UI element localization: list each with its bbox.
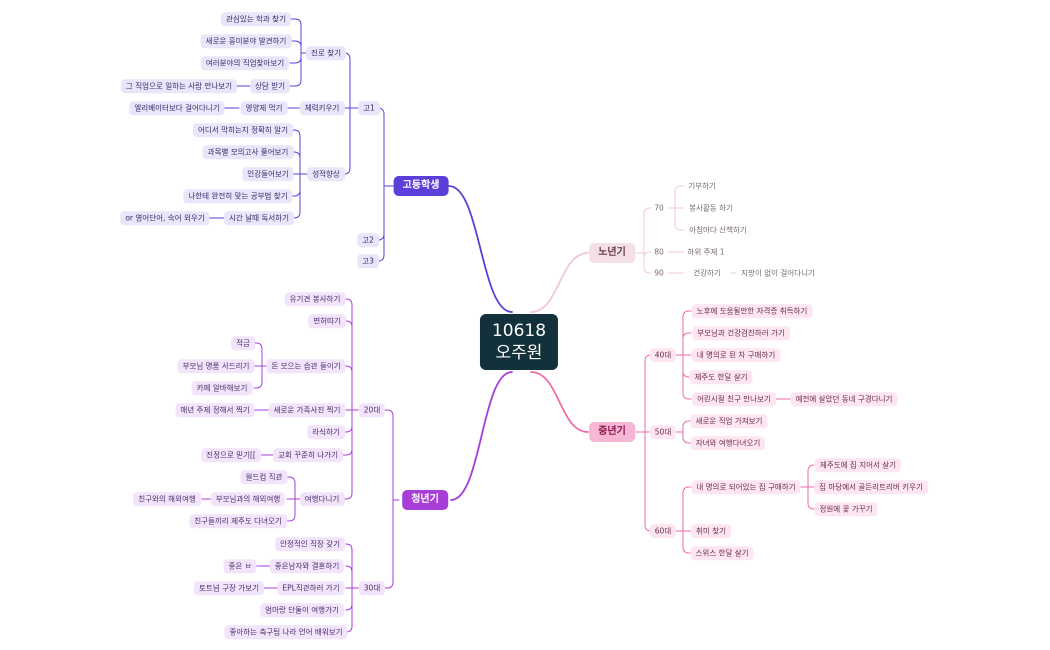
link-grade [291, 129, 309, 219]
node-consult-1[interactable]: 그 직업으로 일하는 사람 만나보기 [120, 79, 238, 93]
node-t7-1[interactable]: 월드컵 직관 [240, 470, 288, 484]
node-health[interactable]: 체력키우기 [299, 101, 345, 115]
node-t4-1[interactable]: 매년 주제 정해서 찍기 [175, 403, 255, 417]
node-t4[interactable]: 새로운 가족사진 찍기 [268, 403, 346, 417]
node-nutrient[interactable]: 영양제 먹기 [240, 101, 288, 115]
root-topic[interactable]: 10618 오주원 [479, 314, 559, 370]
subtopic-ninety[interactable]: 90 [654, 268, 664, 278]
node-s2[interactable]: 좋은남자와 결혼하기 [269, 559, 345, 573]
subtopic-twenties[interactable]: 20대 [358, 403, 386, 417]
node-t6-1[interactable]: 진정으로 믿기[[ [201, 448, 261, 462]
link-root-middle-age [530, 371, 589, 433]
link-hs-grades [377, 107, 394, 262]
root-student-name: 오주원 [495, 343, 543, 363]
node-f2[interactable]: 부모님과 건강검진하러 가기 [692, 326, 790, 340]
link-thirties [345, 543, 360, 633]
node-x3[interactable]: 스위스 한달 살기 [690, 546, 754, 560]
node-t7-2[interactable]: 부모님과의 해외여행 [210, 492, 286, 506]
node-career[interactable]: 진로 찾기 [306, 46, 346, 60]
node-x1-2[interactable]: 집 마당에서 골든리트리버 키우기 [814, 480, 928, 494]
node-spare-time-1[interactable]: or 영어단어, 숙어 외우기 [120, 211, 210, 225]
node-f5[interactable]: 어린시절 친구 만나보기 [692, 392, 776, 406]
link-x1 [800, 464, 815, 510]
node-grade[interactable]: 성적향상 [307, 167, 345, 181]
link-sixties [675, 486, 692, 554]
node-t6[interactable]: 교회 꾸준히 나가기 [273, 448, 343, 462]
node-f3[interactable]: 내 명의로 된 차 구매하기 [691, 348, 781, 362]
subtopic-forties[interactable]: 40대 [649, 348, 677, 362]
link-root-high-school [448, 185, 513, 313]
link-go1-groups [341, 52, 359, 175]
node-career-1[interactable]: 관심있는 학과 찾기 [221, 12, 291, 26]
link-middle-decades [635, 354, 652, 532]
node-grade-4[interactable]: 나한테 완전히 맞는 공부법 찾기 [183, 189, 293, 203]
node-s4[interactable]: 엄마랑 단둘이 여행가기 [260, 603, 344, 617]
node-t7-3[interactable]: 친구들끼리 제주도 다녀오기 [189, 514, 287, 528]
node-x1-3[interactable]: 정원에 꽃 가꾸기 [814, 502, 878, 516]
link-root-old-age [530, 252, 589, 313]
node-s1[interactable]: 안정적인 직장 갖기 [275, 537, 345, 551]
node-t3-1[interactable]: 적금 [231, 336, 255, 350]
subtopic-sixties[interactable]: 60대 [649, 524, 677, 538]
node-grade-3[interactable]: 인강들어보기 [242, 167, 294, 181]
topic-youth[interactable]: 청년기 [402, 490, 448, 510]
node-c1[interactable]: 건강하기 [693, 268, 721, 278]
node-t1[interactable]: 유기견 봉사하기 [284, 292, 346, 306]
node-spare-time[interactable]: 시간 날때 독서하기 [224, 211, 294, 225]
node-x1-1[interactable]: 제주도에 집 지어서 살기 [814, 458, 902, 472]
node-c1-1[interactable]: 지팡이 없이 걸어다니기 [741, 268, 815, 278]
node-fi2[interactable]: 자녀와 여행다녀오기 [690, 436, 766, 450]
node-t3-2[interactable]: 부모님 명품 사드리기 [177, 359, 255, 373]
node-f4[interactable]: 제주도 한달 살기 [689, 370, 753, 384]
node-f5-1[interactable]: 예전에 살았던 동네 구경다니기 [790, 392, 898, 406]
link-career [289, 18, 310, 87]
node-x1[interactable]: 내 명의로 되어있는 집 구매하기 [691, 480, 801, 494]
node-nutrient-1[interactable]: 엘리베이터보다 걸어다니기 [129, 101, 225, 115]
node-t3[interactable]: 돈 모으는 습관 들이기 [266, 359, 346, 373]
subtopic-fifties[interactable]: 50대 [649, 425, 677, 439]
node-s3-1[interactable]: 토트넘 구장 가보기 [194, 581, 264, 595]
link-old-decades [635, 207, 652, 274]
topic-old-age[interactable]: 노년기 [589, 243, 635, 263]
node-a1[interactable]: 기부하기 [688, 181, 716, 191]
node-a2[interactable]: 봉사활동 하기 [689, 203, 733, 213]
node-a3[interactable]: 아침마다 산책하기 [689, 225, 747, 235]
subtopic-go1[interactable]: 고1 [358, 101, 380, 115]
subtopic-thirties[interactable]: 30대 [358, 581, 386, 595]
link-forties [675, 310, 692, 400]
node-t2[interactable]: 면허따기 [308, 314, 346, 328]
link-fifties [675, 420, 692, 444]
subtopic-seventy[interactable]: 70 [654, 203, 664, 213]
topic-middle-age[interactable]: 중년기 [589, 422, 635, 442]
node-fi1[interactable]: 새로운 직업 가져보기 [690, 414, 768, 428]
link-t3 [253, 342, 271, 389]
subtopic-go2[interactable]: 고2 [357, 233, 379, 247]
node-t3-3[interactable]: 카페 알바해보기 [191, 381, 253, 395]
node-s5[interactable]: 좋아하는 축구팀 나라 언어 배워보기 [224, 625, 348, 639]
node-career-2[interactable]: 새로운 흥미분야 발견하기 [200, 34, 292, 48]
node-career-3[interactable]: 여러분야의 직업찾아보기 [200, 56, 290, 70]
node-grade-1[interactable]: 어디서 막히는지 정확히 알기 [193, 123, 293, 137]
node-x2[interactable]: 취미 찾기 [691, 524, 731, 538]
link-youth-decades [384, 409, 400, 589]
node-s3[interactable]: EPL직관하러 가기 [277, 581, 345, 595]
node-consult[interactable]: 상담 받기 [250, 79, 290, 93]
link-twenties [342, 298, 360, 500]
node-t7-2-1[interactable]: 친구와의 해외여행 [133, 492, 201, 506]
node-t7[interactable]: 여행다니기 [299, 492, 345, 506]
node-b1[interactable]: 하위 주제 1 [687, 247, 725, 257]
topic-high-school[interactable]: 고등학생 [393, 176, 449, 196]
node-f1[interactable]: 노후에 도움될만한 자격증 취득하기 [691, 304, 813, 318]
subtopic-go3[interactable]: 고3 [357, 254, 379, 268]
node-grade-2[interactable]: 과목별 모의고사 풀어보기 [202, 145, 294, 159]
link-seventy [667, 185, 685, 231]
subtopic-eighty[interactable]: 80 [654, 247, 664, 257]
root-student-id: 10618 [491, 321, 547, 341]
link-root-youth [450, 371, 513, 501]
node-s2-1[interactable]: 좋은 ㅂ [223, 559, 257, 573]
node-t5[interactable]: 라식하기 [307, 425, 345, 439]
link-t7 [286, 476, 304, 522]
